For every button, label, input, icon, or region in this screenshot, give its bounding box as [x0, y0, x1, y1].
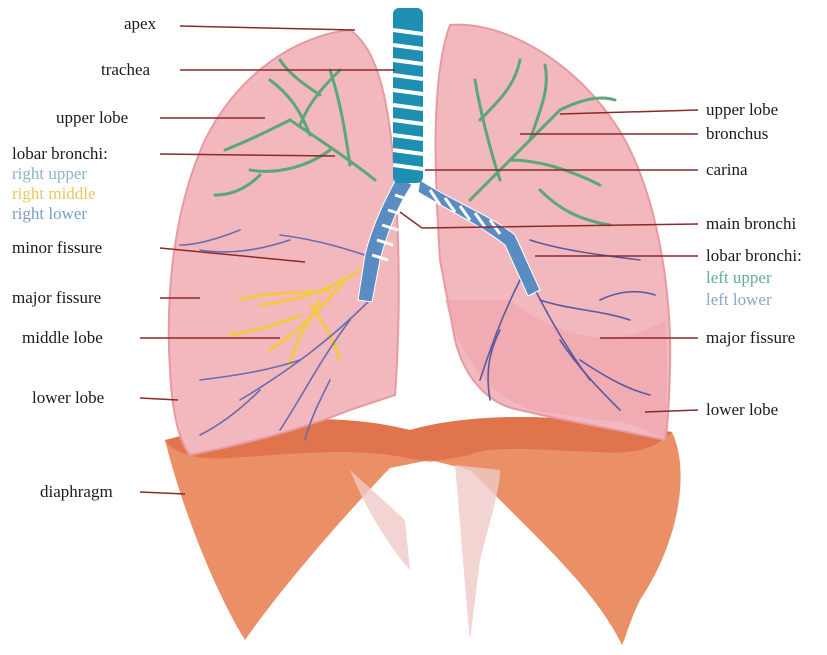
label-left-lower: left lower [706, 290, 772, 310]
diaphragm-crus-right [455, 465, 500, 640]
label-main-bronchi: main bronchi [706, 214, 796, 234]
label-apex: apex [124, 14, 156, 34]
label-upper-lobe-right: upper lobe [56, 108, 128, 128]
label-lower-lobe-left: lower lobe [706, 400, 778, 420]
label-upper-lobe-left: upper lobe [706, 100, 778, 120]
label-diaphragm: diaphragm [40, 482, 113, 502]
label-major-fissure-right: major fissure [12, 288, 101, 308]
label-right-middle: right middle [12, 184, 96, 204]
label-minor-fissure: minor fissure [12, 238, 102, 258]
label-trachea: trachea [101, 60, 150, 80]
label-lobar-bronchi-right: lobar bronchi: [12, 144, 108, 164]
label-bronchus: bronchus [706, 124, 768, 144]
label-major-fissure-left: major fissure [706, 328, 795, 348]
label-left-upper: left upper [706, 268, 772, 288]
label-middle-lobe: middle lobe [22, 328, 103, 348]
label-right-lower: right lower [12, 204, 87, 224]
label-lower-lobe-right: lower lobe [32, 388, 104, 408]
label-right-upper: right upper [12, 164, 87, 184]
diaphragm-crus-left [350, 470, 410, 570]
label-carina: carina [706, 160, 748, 180]
label-lobar-bronchi-left: lobar bronchi: [706, 246, 802, 266]
